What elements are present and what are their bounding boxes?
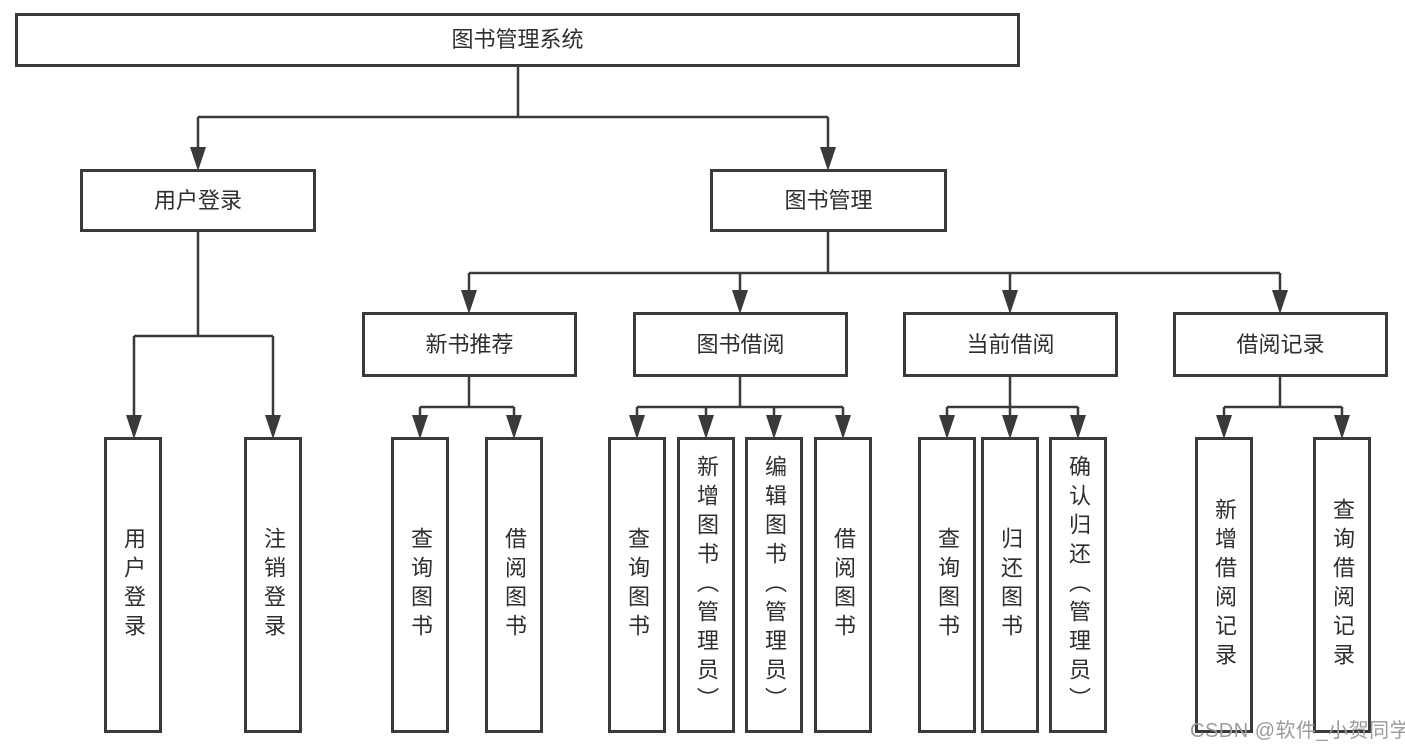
node-label: 借阅图书 [831,527,856,643]
node-book-borrow: 图书借阅 [633,312,848,377]
node-label: 图书借阅 [696,331,785,357]
node-leaf-add-borrow-record: 新增借阅记录 [1195,437,1253,733]
node-leaf-confirm-return-admin: 确认归还（管理员） [1049,437,1107,733]
node-leaf-query-borrow-record: 查询借阅记录 [1313,437,1371,733]
node-leaf-borrow-book-recommend: 借阅图书 [485,437,543,733]
node-label: 图书管理 [784,187,873,213]
node-user-login: 用户登录 [80,169,316,232]
node-label: 当前借阅 [966,331,1055,357]
node-leaf-borrow-book: 借阅图书 [814,437,872,733]
node-label: 用户登录 [121,527,146,643]
node-leaf-add-book-admin: 新增图书（管理员） [677,437,735,733]
node-new-book-recommend: 新书推荐 [362,312,577,377]
connector-book-borrow-children [629,375,851,439]
node-label: 注销登录 [261,527,286,643]
node-borrow-records: 借阅记录 [1173,312,1388,377]
node-label: 确认归还（管理员） [1066,454,1091,716]
node-label: 图书管理系统 [451,27,584,52]
node-leaf-return-book: 归还图书 [981,437,1039,733]
node-leaf-edit-book-admin: 编辑图书（管理员） [745,437,803,733]
node-leaf-user-login: 用户登录 [104,437,162,733]
node-label: 查询借阅记录 [1330,498,1355,672]
node-label: 新增借阅记录 [1212,498,1237,672]
node-label: 用户登录 [153,187,242,213]
node-label: 新书推荐 [425,331,514,357]
node-leaf-logout: 注销登录 [244,437,302,733]
connector-root-to-level2 [190,66,836,171]
node-label: 借阅记录 [1236,331,1325,357]
node-label: 查询图书 [935,527,960,643]
connector-borrow-records-children [1216,375,1350,439]
csdn-watermark: CSDN @软件_小贺同学 [1190,720,1405,742]
node-leaf-query-book-borrow: 查询图书 [608,437,666,733]
connector-new-book-recommend-children [412,375,522,439]
node-leaf-query-book-current: 查询图书 [918,437,976,733]
connector-book-management-children [461,230,1288,314]
connector-current-borrow-children [939,375,1086,439]
node-label: 归还图书 [998,527,1023,643]
node-book-management: 图书管理 [710,169,947,232]
connector-user-login-children [126,230,281,439]
node-label: 查询图书 [408,527,433,643]
node-current-borrow: 当前借阅 [903,312,1118,377]
node-library-management-system: 图书管理系统 [15,13,1020,67]
node-label: 查询图书 [625,527,650,643]
node-label: 编辑图书（管理员） [762,454,787,716]
node-label: 新增图书（管理员） [694,454,719,716]
node-leaf-query-book-recommend: 查询图书 [391,437,449,733]
node-label: 借阅图书 [502,527,527,643]
